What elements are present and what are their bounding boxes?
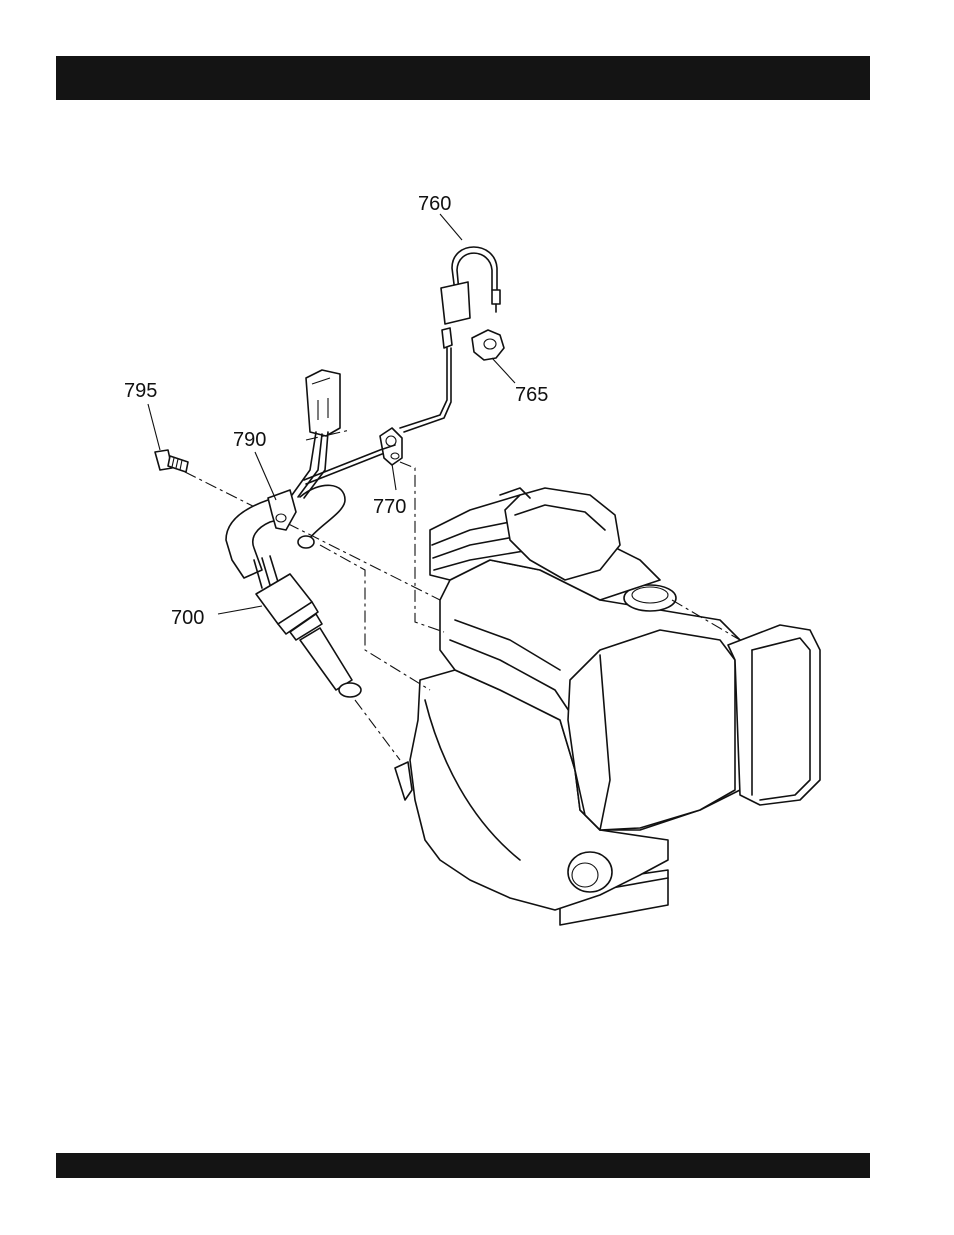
engine [395, 488, 820, 925]
part-765-clamp [472, 330, 504, 360]
part-700-sensor [254, 556, 361, 697]
callout-765: 765 [515, 384, 548, 406]
part-795-bolt [155, 450, 188, 472]
part-790-harness [226, 370, 395, 578]
callout-795: 795 [124, 380, 157, 402]
callout-770: 770 [373, 496, 406, 518]
callout-790: 790 [233, 429, 266, 451]
callout-760: 760 [418, 193, 451, 215]
callout-700: 700 [171, 607, 204, 629]
footer-bar [56, 1153, 870, 1178]
